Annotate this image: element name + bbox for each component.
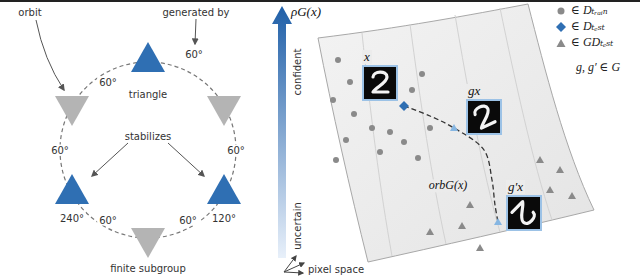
axis-arrow bbox=[284, 263, 304, 272]
stabilizer-arrow bbox=[168, 143, 204, 176]
top-rule bbox=[0, 0, 640, 2]
train-point bbox=[330, 97, 336, 103]
grid-line bbox=[455, 15, 500, 232]
sample-image: g′x bbox=[506, 180, 542, 231]
legend-swatch bbox=[556, 38, 566, 48]
test-triangle bbox=[556, 166, 564, 173]
digit-stroke bbox=[373, 72, 388, 92]
axis-end-label: uncertain bbox=[292, 202, 303, 250]
grey-triangle bbox=[55, 96, 89, 126]
dot-sample bbox=[558, 7, 565, 14]
panel-caption: finite subgroup bbox=[110, 263, 186, 274]
orbit-point bbox=[494, 218, 502, 225]
confidence-axis bbox=[272, 6, 292, 258]
legend-text: ∈ Dₜₑₛₜ bbox=[569, 20, 607, 33]
angle-label: 60° bbox=[49, 145, 71, 156]
legend-swatch bbox=[556, 22, 566, 32]
image-label: gx bbox=[466, 84, 482, 98]
test-triangle bbox=[536, 156, 544, 163]
blue-triangle bbox=[55, 174, 89, 204]
grey-triangle bbox=[131, 228, 165, 258]
test-diamond bbox=[399, 101, 409, 111]
orbit-point bbox=[450, 124, 458, 131]
digit-image bbox=[506, 195, 542, 231]
angle-label: 60° bbox=[183, 49, 205, 60]
angle-label: 60° bbox=[225, 145, 247, 156]
grey-triangle bbox=[207, 96, 241, 126]
axis-arrow bbox=[284, 272, 303, 273]
sample-image: gx bbox=[466, 84, 502, 135]
legend-entry: ∈ Dₜₑₛₜ bbox=[556, 20, 607, 33]
pixel-axes bbox=[284, 256, 304, 273]
grid-line bbox=[500, 8, 552, 220]
train-point bbox=[377, 149, 383, 155]
train-point bbox=[335, 57, 341, 63]
orbit-label: orbit bbox=[18, 7, 41, 18]
diamond-sample bbox=[556, 22, 566, 32]
group-note: g, g′ ∈ G bbox=[576, 61, 620, 74]
train-point bbox=[415, 155, 421, 161]
digit-image bbox=[466, 99, 502, 135]
train-point bbox=[419, 71, 425, 77]
sample-image: x bbox=[362, 50, 398, 101]
legend-entry: ∈ GDₜₑₛₜ bbox=[556, 36, 615, 49]
image-frame bbox=[467, 100, 501, 134]
legend-text: ∈ GDₜₑₛₜ bbox=[569, 36, 615, 49]
legend-swatch bbox=[556, 6, 566, 16]
orbit-label: orbG(x) bbox=[427, 179, 470, 192]
train-point bbox=[369, 125, 375, 131]
triangle-sample bbox=[557, 39, 566, 47]
triangles bbox=[55, 42, 241, 258]
train-point bbox=[333, 157, 339, 163]
blue-triangle bbox=[131, 42, 165, 72]
digit-stroke bbox=[512, 201, 537, 226]
digit-image bbox=[362, 65, 398, 101]
grid-line bbox=[410, 24, 446, 244]
angle-label: 60° bbox=[177, 215, 199, 226]
angle-label: 60° bbox=[97, 215, 119, 226]
generator-arrow bbox=[195, 19, 196, 44]
axis-title: ρG(x) bbox=[291, 5, 321, 19]
shape-label: triangle bbox=[129, 89, 168, 100]
generator-label: generated by bbox=[162, 7, 229, 18]
legend-entry: ∈ Dₜᵣₐᵢₙ bbox=[556, 4, 610, 17]
gradient-arrow bbox=[272, 6, 292, 258]
angle-label: 60° bbox=[97, 77, 119, 88]
stabilizer-arrow bbox=[92, 143, 128, 176]
test-triangle bbox=[476, 244, 484, 251]
space-label: pixel space bbox=[308, 264, 364, 275]
image-frame bbox=[507, 196, 541, 230]
angle-label: 240° bbox=[58, 213, 86, 224]
orbit-arrow bbox=[36, 20, 64, 90]
legend-text: ∈ Dₜᵣₐᵢₙ bbox=[569, 4, 610, 17]
digit-stroke bbox=[473, 103, 495, 127]
test-triangle bbox=[426, 228, 434, 235]
train-point bbox=[347, 79, 353, 85]
train-point bbox=[351, 111, 357, 117]
axis-end-label: confident bbox=[292, 48, 303, 95]
train-point bbox=[387, 129, 393, 135]
angle-label: 120° bbox=[210, 213, 238, 224]
transformed-test-points bbox=[426, 156, 576, 251]
image-label: g′x bbox=[506, 180, 525, 194]
test-triangle bbox=[568, 192, 576, 199]
stabilizer-label: stabilizes bbox=[125, 131, 172, 142]
test-triangle bbox=[458, 222, 466, 229]
image-label: x bbox=[362, 50, 372, 64]
image-frame bbox=[363, 66, 397, 100]
train-point bbox=[401, 139, 407, 145]
orbit-points bbox=[450, 124, 502, 225]
data-manifold bbox=[318, 4, 594, 262]
leader-arrows bbox=[36, 19, 204, 176]
manifold-grid bbox=[362, 8, 552, 256]
train-points bbox=[330, 57, 433, 163]
train-point bbox=[427, 125, 433, 131]
test-triangle bbox=[546, 186, 554, 193]
blue-triangle bbox=[207, 174, 241, 204]
train-point bbox=[343, 137, 349, 143]
test-triangle bbox=[466, 201, 474, 208]
train-point bbox=[409, 87, 415, 93]
